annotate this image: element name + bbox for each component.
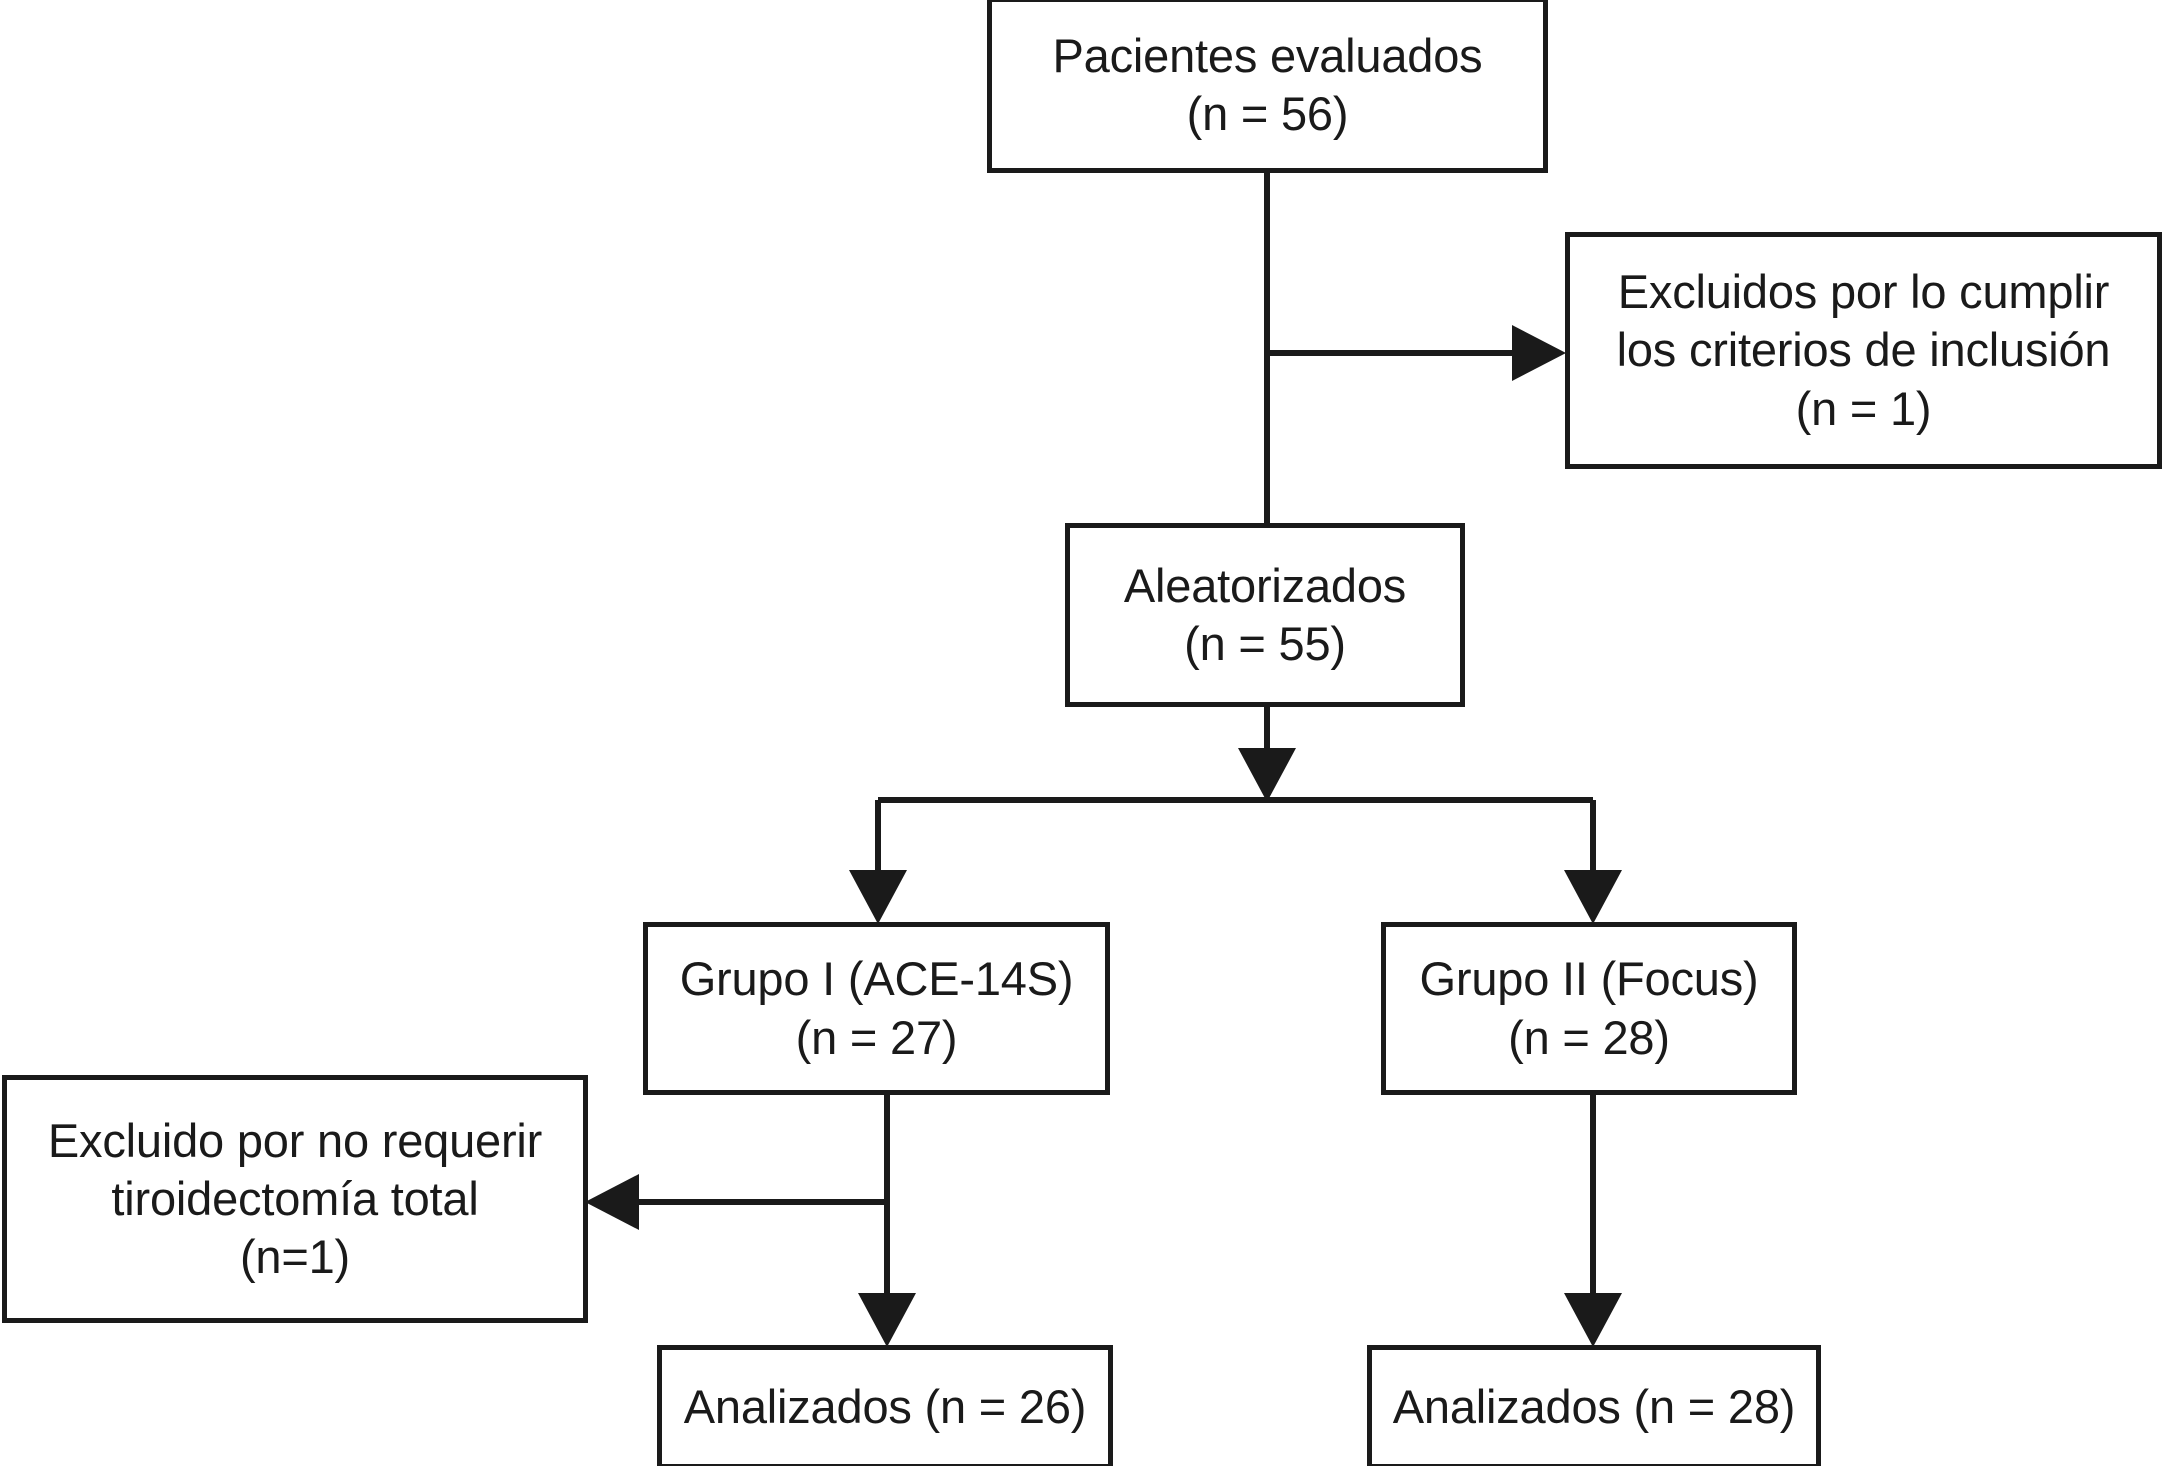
node-excluidos-criterios: Excluidos por lo cumplir los criterios d… xyxy=(1565,232,2162,469)
arrowhead-down-split xyxy=(1238,748,1296,802)
node-excluido-tiroidectomia: Excluido por no requerir tiroidectomía t… xyxy=(2,1075,588,1323)
arrowhead-down-group-one xyxy=(849,870,907,924)
node-analizados-grupo-i: Analizados (n = 26) xyxy=(657,1345,1113,1466)
arrowhead-left-excluded-thyroid xyxy=(585,1174,639,1230)
node-aleatorizados: Aleatorizados (n = 55) xyxy=(1065,523,1465,707)
node-grupo-i-text: Grupo I (ACE-14S) (n = 27) xyxy=(679,952,1074,1064)
arrowhead-down-analyzed-two xyxy=(1564,1293,1622,1347)
node-aleatorizados-text: Aleatorizados (n = 55) xyxy=(1123,558,1407,670)
node-excluido-tiroidectomia-text: Excluido por no requerir tiroidectomía t… xyxy=(47,1113,543,1284)
arrowhead-down-group-two xyxy=(1564,870,1622,924)
node-excluidos-criterios-text: Excluidos por lo cumplir los criterios d… xyxy=(1616,265,2111,435)
node-grupo-i: Grupo I (ACE-14S) (n = 27) xyxy=(643,922,1110,1095)
node-grupo-ii: Grupo II (Focus) (n = 28) xyxy=(1381,922,1797,1095)
node-analizados-grupo-ii: Analizados (n = 28) xyxy=(1367,1345,1821,1466)
node-analizados-grupo-ii-text: Analizados (n = 28) xyxy=(1392,1379,1796,1433)
node-analizados-grupo-i-text: Analizados (n = 26) xyxy=(683,1379,1087,1433)
node-grupo-ii-text: Grupo II (Focus) (n = 28) xyxy=(1419,952,1759,1064)
node-pacientes-evaluados: Pacientes evaluados (n = 56) xyxy=(987,0,1548,173)
arrowhead-down-analyzed-one xyxy=(858,1293,916,1347)
node-pacientes-evaluados-text: Pacientes evaluados (n = 56) xyxy=(1052,28,1483,140)
arrowhead-right-excluded-criteria xyxy=(1512,325,1566,381)
